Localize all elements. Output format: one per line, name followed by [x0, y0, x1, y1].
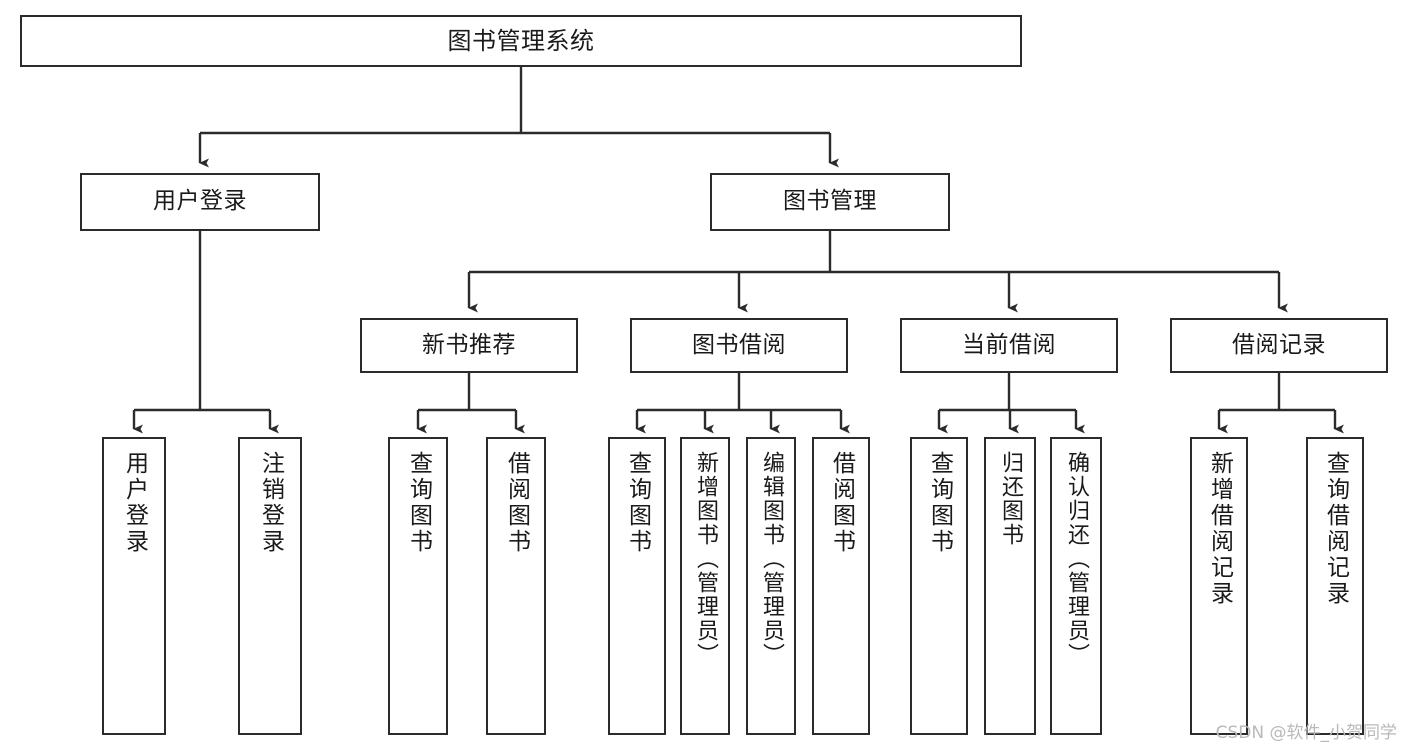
node-label: 用户登录 — [121, 451, 148, 555]
node-label: 查询图书 — [926, 451, 953, 555]
node-leaf-user-logout[interactable]: 注销登录 — [238, 437, 302, 735]
node-leaf-br-query-record[interactable]: 查询借阅记录 — [1306, 437, 1364, 735]
node-label: 归还图书 — [998, 451, 1023, 547]
node-leaf-cb-return-book[interactable]: 归还图书 — [984, 437, 1036, 735]
node-label: 查询图书 — [624, 451, 651, 555]
watermark-text: CSDN @软件_小贺同学 — [1215, 723, 1397, 743]
node-root-system[interactable]: 图书管理系统 — [20, 15, 1022, 67]
node-leaf-br-add-record[interactable]: 新增借阅记录 — [1190, 437, 1248, 735]
node-label: 借阅记录 — [1232, 331, 1326, 358]
node-book-manage[interactable]: 图书管理 — [710, 173, 950, 231]
node-leaf-bb-borrow-book[interactable]: 借阅图书 — [812, 437, 870, 735]
node-label: 注销登录 — [257, 451, 284, 555]
node-current-borrow[interactable]: 当前借阅 — [900, 318, 1118, 373]
node-leaf-user-login[interactable]: 用户登录 — [102, 437, 166, 735]
node-leaf-bb-edit-book-admin[interactable]: 编辑图书（管理员） — [746, 437, 796, 735]
node-borrow-record[interactable]: 借阅记录 — [1170, 318, 1388, 373]
node-user-login[interactable]: 用户登录 — [80, 173, 320, 231]
node-leaf-rec-borrow-book[interactable]: 借阅图书 — [486, 437, 546, 735]
node-label: 借阅图书 — [503, 451, 530, 555]
node-label: 新增借阅记录 — [1206, 451, 1233, 607]
node-label: 查询图书 — [405, 451, 432, 555]
node-label: 新增图书（管理员） — [693, 451, 718, 667]
node-label: 用户登录 — [153, 188, 247, 215]
node-label: 图书借阅 — [692, 331, 786, 358]
node-label: 图书管理系统 — [447, 26, 595, 55]
node-book-borrow[interactable]: 图书借阅 — [630, 318, 848, 373]
node-leaf-bb-query-book[interactable]: 查询图书 — [608, 437, 666, 735]
node-leaf-bb-add-book-admin[interactable]: 新增图书（管理员） — [680, 437, 730, 735]
node-leaf-cb-query-book[interactable]: 查询图书 — [910, 437, 968, 735]
node-new-book-recommend[interactable]: 新书推荐 — [360, 318, 578, 373]
node-leaf-rec-query-book[interactable]: 查询图书 — [388, 437, 448, 735]
node-label: 新书推荐 — [422, 331, 516, 358]
node-leaf-cb-confirm-return-admin[interactable]: 确认归还（管理员） — [1050, 437, 1102, 735]
node-label: 借阅图书 — [828, 451, 855, 555]
node-label: 编辑图书（管理员） — [759, 451, 784, 667]
node-label: 当前借阅 — [962, 331, 1056, 358]
node-label: 图书管理 — [783, 188, 877, 215]
node-label: 查询借阅记录 — [1322, 451, 1349, 607]
node-label: 确认归还（管理员） — [1064, 451, 1089, 667]
